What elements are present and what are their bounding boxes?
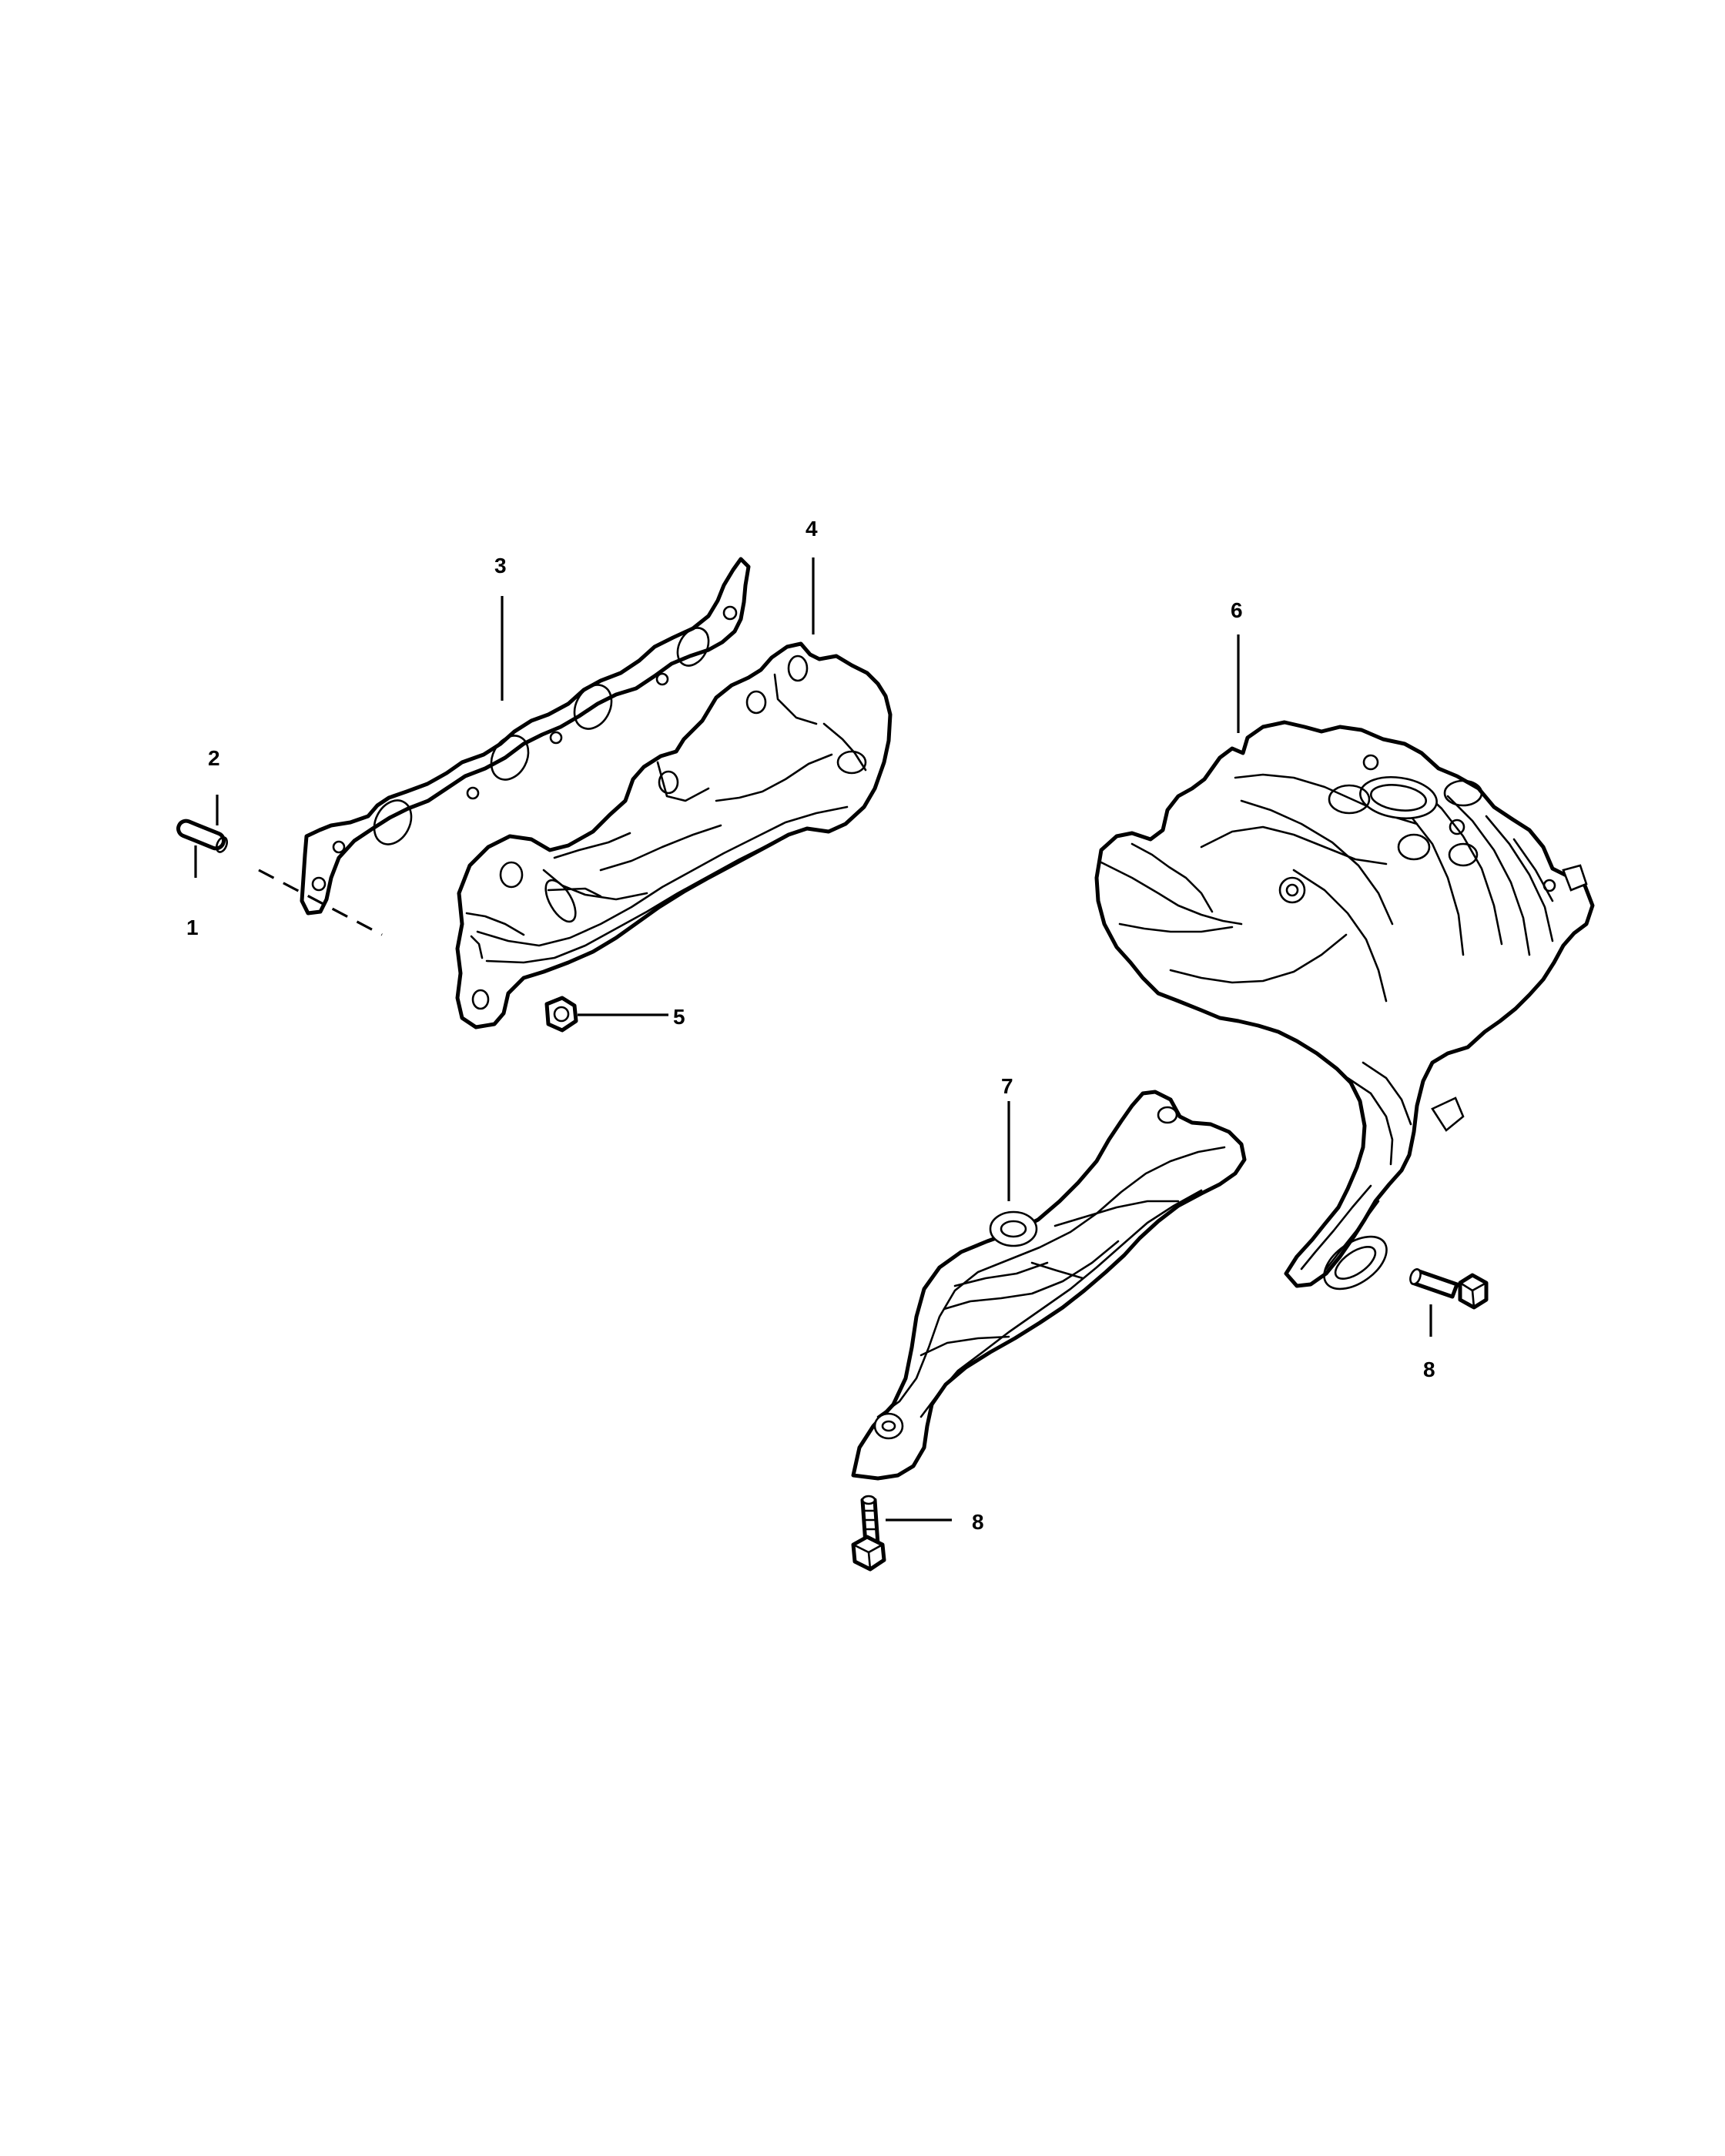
callout-7: 7 (1001, 1074, 1013, 1098)
callout-8-right: 8 (1423, 1358, 1435, 1381)
part-lower-heat-shield[interactable] (851, 1090, 1247, 1481)
part-dowel-pin[interactable] (176, 819, 229, 853)
part-heat-shield-bolt-lower[interactable] (851, 1495, 886, 1572)
part-upper-heat-shield[interactable] (1094, 720, 1595, 1300)
callout-2: 2 (208, 746, 220, 770)
gasket-alignment-dashed-line (258, 869, 383, 936)
part-heat-shield-bolt-right[interactable] (1408, 1268, 1489, 1310)
callout-1: 1 (186, 916, 199, 939)
part-manifold-nut[interactable] (544, 996, 578, 1033)
callout-5: 5 (673, 1005, 685, 1029)
part-manifold-gasket[interactable] (300, 557, 751, 916)
callout-3: 3 (494, 554, 507, 578)
callout-6: 6 (1231, 598, 1243, 622)
callout-labels: 1 2 3 4 5 6 7 8 8 (186, 517, 1435, 1534)
callout-8-lower: 8 (972, 1510, 984, 1534)
part-exhaust-manifold[interactable] (455, 641, 893, 1029)
callout-4: 4 (806, 517, 818, 541)
leader-lines (194, 557, 1432, 1522)
